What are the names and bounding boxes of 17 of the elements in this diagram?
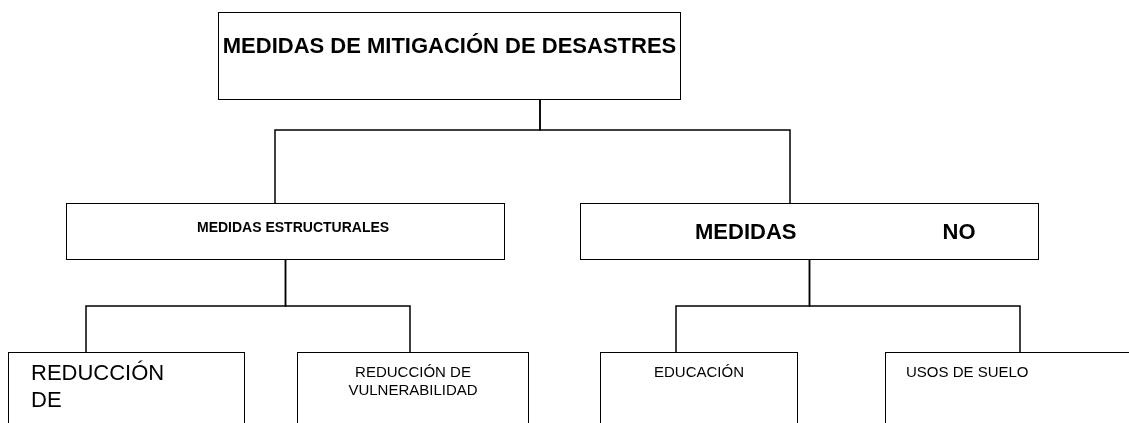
box (600, 352, 798, 423)
connector-line (808, 259, 1021, 353)
box-label: EDUCACIÓN (653, 362, 745, 380)
connector-line (539, 99, 791, 204)
box (885, 352, 1129, 423)
box (8, 352, 245, 423)
box-label: REDUCCIÓN DE VULNERABILIDAD (347, 362, 479, 399)
connector-line (284, 259, 411, 353)
box (218, 12, 681, 100)
box-label: USOS DE SUELO (905, 362, 1030, 380)
box-label: MEDIDAS NO (694, 218, 977, 245)
box-label: MEDIDAS ESTRUCTURALES (196, 218, 391, 235)
box (297, 352, 529, 423)
box-label: MEDIDAS DE MITIGACIÓN DE DESASTRES (221, 32, 678, 59)
box-label: REDUCCIÓN DE (30, 359, 161, 413)
box (580, 203, 1039, 260)
box (66, 203, 505, 260)
